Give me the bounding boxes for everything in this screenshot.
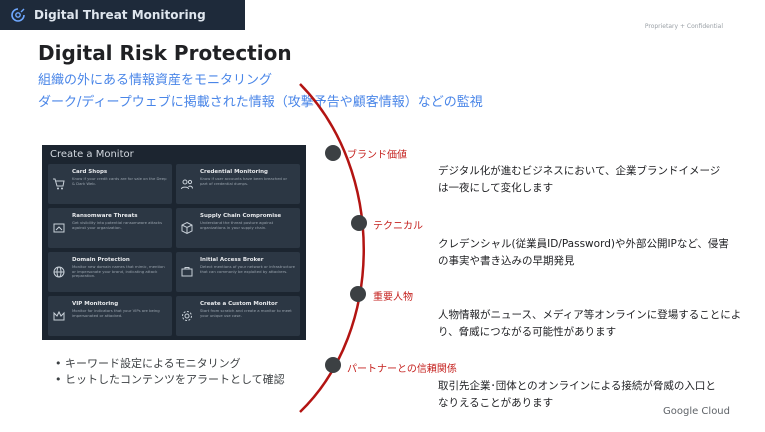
crown-icon: [52, 308, 66, 322]
card-desc: Understand the threat posture against or…: [200, 220, 274, 230]
card-title: Create a Custom Monitor: [200, 301, 278, 307]
card-desc: Start from scratch and create a monitor …: [200, 308, 292, 318]
cube-icon: [180, 220, 194, 235]
timeline-dot: [351, 215, 367, 231]
card-title: Initial Access Broker: [200, 257, 264, 263]
monitor-heading: Create a Monitor: [50, 149, 134, 160]
card-title: Card Shops: [72, 169, 108, 175]
bullet-item: ヒットしたコンテンツをアラートとして確認: [55, 372, 285, 388]
google-cloud-logo: Google Cloud: [662, 406, 730, 417]
users-icon: [180, 176, 194, 190]
globe-icon: [52, 264, 66, 278]
category-desc: デジタル化が進むビジネスにおいて、企業ブランドイメージは一夜にして変化します: [438, 165, 721, 194]
bullet-item: キーワード設定によるモニタリング: [55, 356, 285, 372]
card-desc: Monitor new domain names that mimic, men…: [72, 264, 165, 279]
confidential-label: Proprietary + Confidential: [644, 23, 723, 30]
category-label: 重要人物: [373, 292, 413, 303]
card-title: VIP Monitoring: [72, 301, 119, 307]
card-desc: Know if user accounts have been breached…: [200, 176, 288, 186]
bullet-list: キーワード設定によるモニタリング ヒットしたコンテンツをアラートとして確認: [55, 356, 285, 388]
ransomware-icon: [52, 220, 66, 234]
dtm-logo-icon: [11, 8, 25, 22]
category-desc: クレデンシャル(従業員ID/Password)や外部公開IPなど、侵害の事実や書…: [438, 238, 729, 267]
subtitle-2: ダーク/ディープウェブに掲載された情報（攻撃予告や顧客情報）などの監視: [38, 95, 483, 110]
category-label: パートナーとの信頼関係: [347, 364, 457, 375]
broker-icon: [180, 264, 194, 278]
card-desc: Know if your credit cards are for sale o…: [72, 176, 167, 186]
card-desc: Detect mentions of your network or infra…: [200, 264, 296, 274]
card-desc: Get visibility into potential ransomware…: [72, 220, 163, 230]
card-title: Domain Protection: [72, 257, 130, 263]
card-title: Credential Monitoring: [200, 169, 268, 175]
app-header: Digital Threat Monitoring: [0, 0, 245, 30]
subtitle-1: 組織の外にある情報資産をモニタリング: [38, 73, 273, 88]
timeline-dot: [325, 145, 341, 161]
category-label: ブランド価値: [347, 150, 407, 161]
header-title: Digital Threat Monitoring: [34, 8, 206, 22]
timeline-dot: [350, 286, 366, 302]
card-desc: Monitor for indicators that your VIPs ar…: [72, 308, 160, 318]
category-label: テクニカル: [373, 221, 423, 232]
timeline-dot: [325, 357, 341, 373]
gear-icon: [180, 308, 194, 322]
cart-icon: [52, 176, 66, 190]
card-title: Ransomware Threats: [72, 213, 138, 219]
card-title: Supply Chain Compromise: [200, 213, 282, 219]
page-title: Digital Risk Protection: [38, 41, 292, 65]
category-desc: 人物情報がニュース、メディア等オンラインに登場することにより、脅威につながる可能…: [438, 309, 742, 338]
category-desc: 取引先企業･団体とのオンラインによる接続が脅威の入口となりえることがあります: [438, 380, 716, 409]
